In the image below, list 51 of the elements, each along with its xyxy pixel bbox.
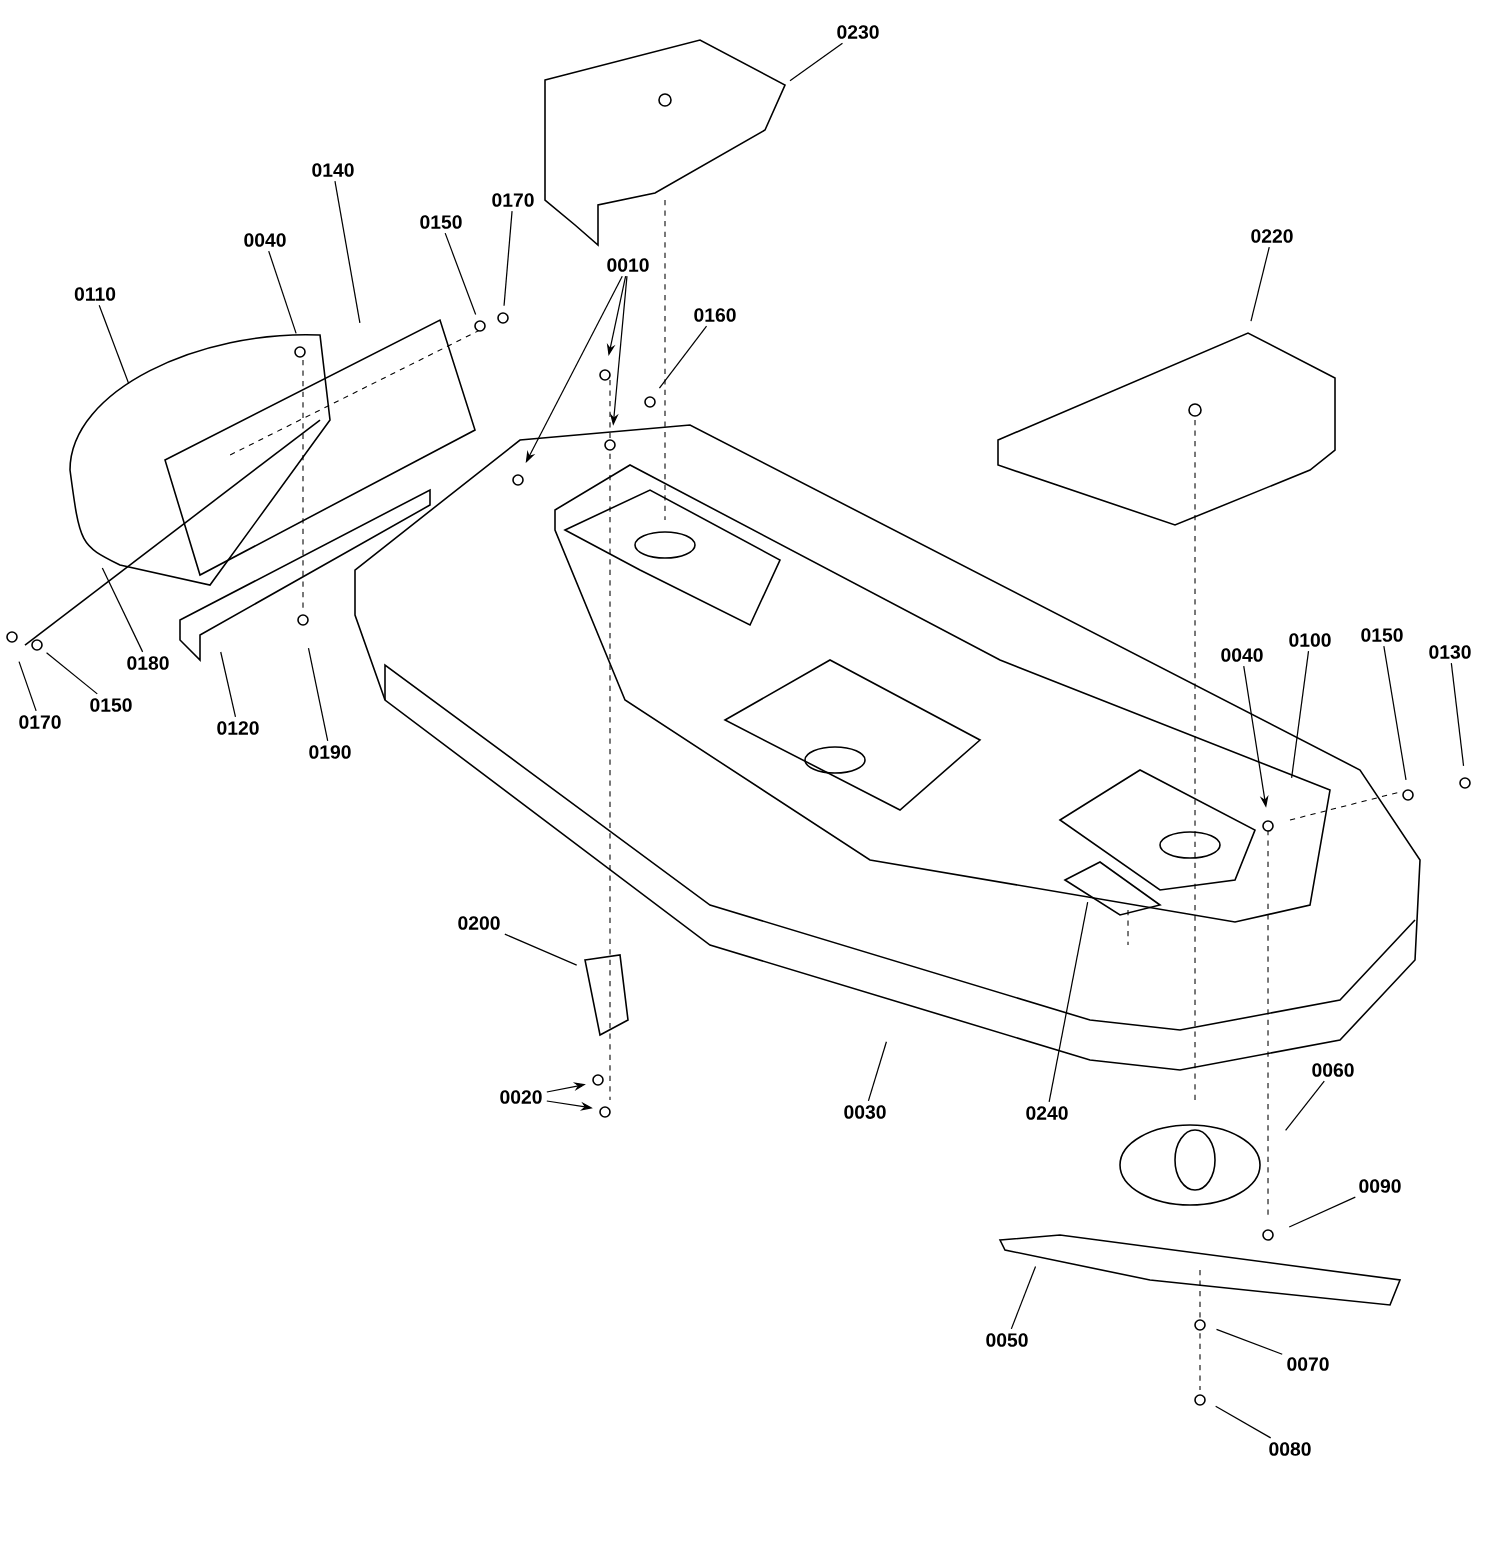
callout-number: 0090 [1359, 1179, 1401, 1193]
callout-number: 0220 [1251, 229, 1293, 243]
callout-number: 0230 [837, 25, 879, 39]
callout-number: 0140 [312, 163, 354, 177]
leader-line [220, 651, 237, 718]
leader-line [503, 210, 513, 307]
leader-line [1048, 901, 1089, 1103]
leader-line [1450, 662, 1465, 767]
leader-line [1215, 1328, 1283, 1355]
callout-number: 0020 [500, 1090, 542, 1104]
callout-number: 0160 [694, 308, 736, 322]
leader-line [1010, 1265, 1037, 1330]
leader-line [18, 661, 37, 712]
leader-line [101, 567, 144, 653]
leader-line [334, 180, 361, 324]
leader-line [98, 304, 130, 385]
leader-line [1291, 650, 1310, 779]
leader-line [1250, 246, 1270, 322]
leader-line [504, 933, 578, 966]
callout-number: 0170 [19, 715, 61, 729]
leader-line [268, 250, 297, 334]
leader-line [658, 325, 708, 389]
callout-number: 0130 [1429, 645, 1471, 659]
leader-line [1288, 1196, 1356, 1228]
callout-number: 0120 [217, 721, 259, 735]
leader-line [1285, 1080, 1325, 1131]
callout-number: 0010 [607, 258, 649, 272]
leader-line [1383, 645, 1407, 781]
callout-number: 0150 [420, 215, 462, 229]
leader-line [1215, 1405, 1272, 1439]
callout-number: 0100 [1289, 633, 1331, 647]
leader-line [307, 647, 329, 742]
leader-line [867, 1041, 888, 1102]
callout-number: 0190 [309, 745, 351, 759]
callout-number: 0110 [74, 287, 116, 301]
leader-line [444, 232, 477, 316]
callout-number: 0040 [244, 233, 286, 247]
callout-number: 0150 [1361, 628, 1403, 642]
callout-number: 0030 [844, 1105, 886, 1119]
callout-number: 0240 [1026, 1106, 1068, 1120]
leader-line [45, 652, 98, 695]
leader-line [789, 42, 844, 82]
callout-number: 0060 [1312, 1063, 1354, 1077]
callout-number: 0040 [1221, 648, 1263, 662]
callout-number: 0170 [492, 193, 534, 207]
callout-number: 0070 [1287, 1357, 1329, 1371]
callout-number: 0050 [986, 1333, 1028, 1347]
callout-number: 0180 [127, 656, 169, 670]
callout-number: 0150 [90, 698, 132, 712]
callout-number: 0080 [1269, 1442, 1311, 1456]
callout-number: 0200 [458, 916, 500, 930]
